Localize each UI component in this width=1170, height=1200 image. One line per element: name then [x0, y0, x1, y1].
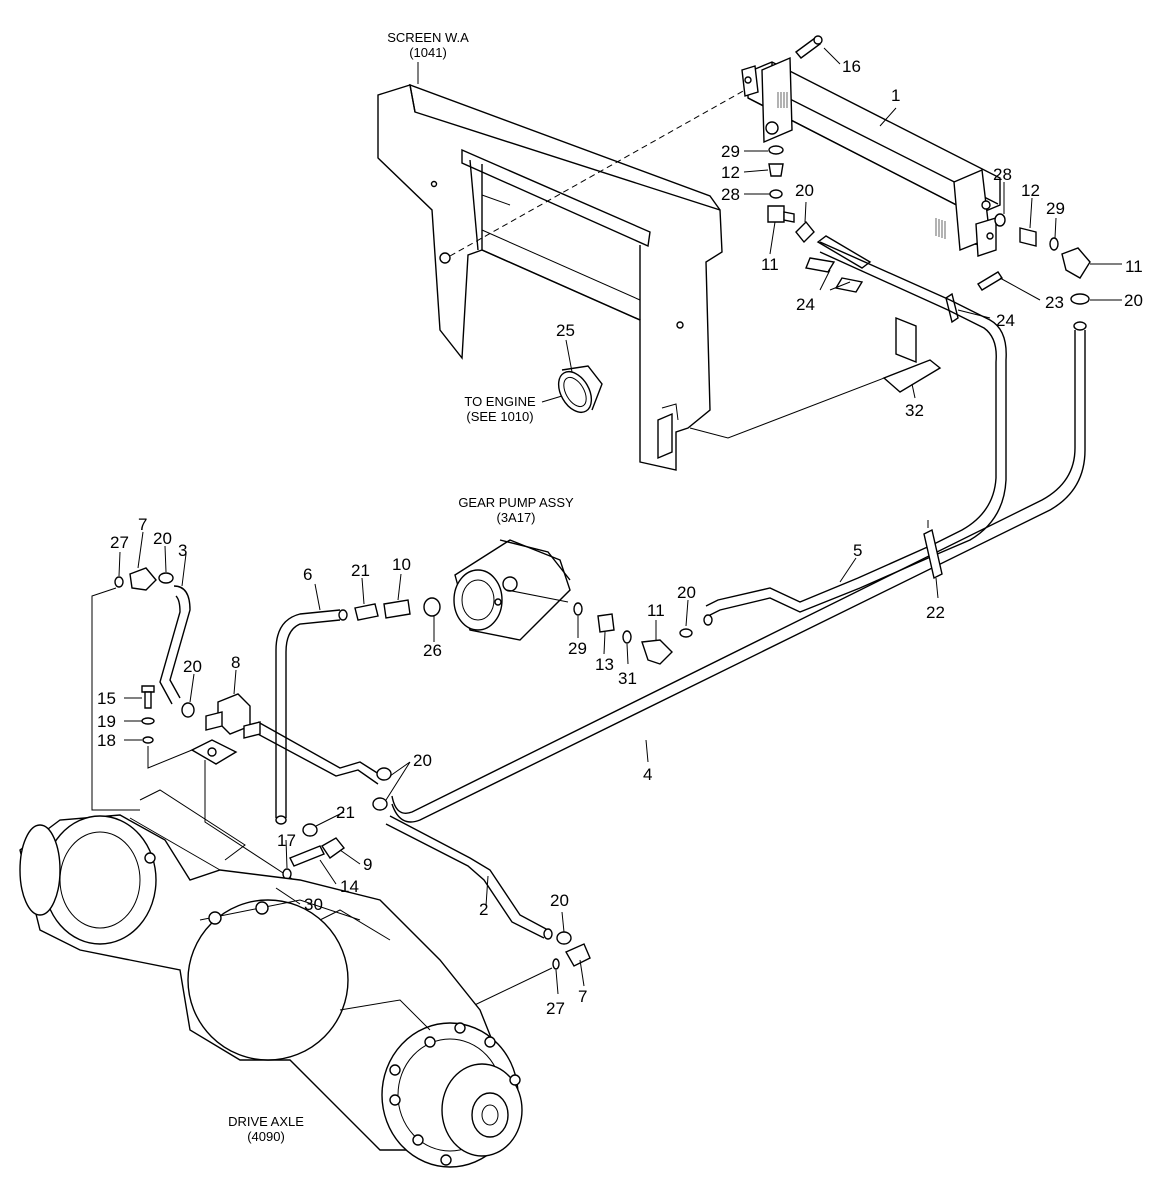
- callout-27-bottom: 27: [546, 999, 565, 1018]
- clamp-22: [923, 520, 943, 580]
- callout-20-bottom: 20: [550, 891, 569, 910]
- clamp-20-mid-b: [372, 797, 388, 811]
- callout-29-pump: 29: [568, 639, 587, 658]
- caption-gear-pump-line2: (3A17): [496, 510, 535, 525]
- clamp-20-mid-a: [376, 767, 392, 781]
- callout-26: 26: [423, 641, 442, 660]
- cooler-fittings: [767, 145, 1091, 305]
- callout-20-left: 20: [183, 657, 202, 676]
- callout-18: 18: [97, 731, 116, 750]
- screen-to-cooler-dashed-line: [449, 89, 746, 257]
- clamp-20-left: [181, 702, 195, 718]
- callout-2: 2: [479, 900, 488, 919]
- axle-fittings: [269, 823, 346, 889]
- callout-10: 10: [392, 555, 411, 574]
- screen-frame: [377, 83, 906, 471]
- callout-7-top: 7: [138, 515, 147, 534]
- oil-cooler: [741, 56, 1001, 257]
- callout-3: 3: [178, 541, 187, 560]
- caption-to-engine-line2: (SEE 1010): [466, 409, 533, 424]
- hose-25: [557, 365, 603, 413]
- callout-6: 6: [303, 565, 312, 584]
- block-8: [190, 693, 301, 885]
- callout-25: 25: [556, 321, 575, 340]
- caption-drive-axle-line1: DRIVE AXLE: [228, 1114, 304, 1129]
- callout-11-top: 11: [761, 255, 779, 274]
- fitting-7-top: [91, 567, 174, 811]
- callout-1: 1: [891, 86, 900, 105]
- callout-24-left: 24: [796, 295, 815, 314]
- callout-13: 13: [595, 655, 614, 674]
- leader-lines: [118, 47, 1122, 995]
- callout-17: 17: [277, 831, 296, 850]
- caption-gear-pump-line1: GEAR PUMP ASSY: [458, 495, 574, 510]
- caption-screen-wa-line2: (1041): [409, 45, 447, 60]
- drive-axle: [19, 789, 523, 1168]
- callout-20-mid: 20: [413, 751, 432, 770]
- callout-20-cooler: 20: [795, 181, 814, 200]
- fitting-7-bottom: [459, 931, 591, 1013]
- callout-14: 14: [340, 877, 359, 896]
- callout-5: 5: [853, 541, 862, 560]
- callout-28-left: 28: [721, 185, 740, 204]
- callout-16: 16: [842, 57, 861, 76]
- callout-29-right: 29: [1046, 199, 1065, 218]
- callout-9: 9: [363, 855, 372, 874]
- callout-8: 8: [231, 653, 240, 672]
- callout-27-top: 27: [110, 533, 129, 552]
- caption-screen-wa-line1: SCREEN W.A: [387, 30, 469, 45]
- bracket-32: [882, 316, 942, 393]
- leader-washer: [147, 746, 193, 769]
- bolt-16: [794, 35, 823, 59]
- callout-11-pump: 11: [647, 601, 665, 620]
- washer-18: [142, 736, 154, 744]
- callout-31: 31: [618, 669, 637, 688]
- pump-fittings: [354, 599, 693, 665]
- callout-12-left: 12: [721, 163, 740, 182]
- callout-20-right: 20: [1124, 291, 1143, 310]
- o-ring-26: [423, 597, 441, 617]
- callout-11-right: 11: [1125, 257, 1143, 276]
- callout-23: 23: [1045, 293, 1064, 312]
- callout-30: 30: [304, 895, 323, 914]
- callout-22: 22: [926, 603, 945, 622]
- callout-7-bottom: 7: [578, 987, 587, 1006]
- caption-to-engine-line1: TO ENGINE: [464, 394, 536, 409]
- washer-19: [141, 717, 155, 725]
- caption-drive-axle-line2: (4090): [247, 1129, 285, 1144]
- callout-21-top: 21: [351, 561, 370, 580]
- bolt-15: [141, 685, 155, 709]
- gear-pump: [453, 539, 571, 641]
- callout-24-right: 24: [996, 311, 1015, 330]
- callout-4: 4: [643, 765, 652, 784]
- callout-28-right: 28: [993, 165, 1012, 184]
- callout-12-right: 12: [1021, 181, 1040, 200]
- callout-32: 32: [905, 401, 924, 420]
- captions: SCREEN W.A (1041) TO ENGINE (SEE 1010) G…: [228, 30, 574, 1144]
- callouts: 1 2 3 4 5 6 7 7 8 9 10 11 11 11 12 12 13…: [97, 57, 1143, 1018]
- callout-19: 19: [97, 712, 116, 731]
- tube-lines: [159, 241, 1087, 940]
- callout-20-topleft: 20: [153, 529, 172, 548]
- callout-20-pump: 20: [677, 583, 696, 602]
- callout-21-bottom: 21: [336, 803, 355, 822]
- callout-29-left: 29: [721, 142, 740, 161]
- callout-15: 15: [97, 689, 116, 708]
